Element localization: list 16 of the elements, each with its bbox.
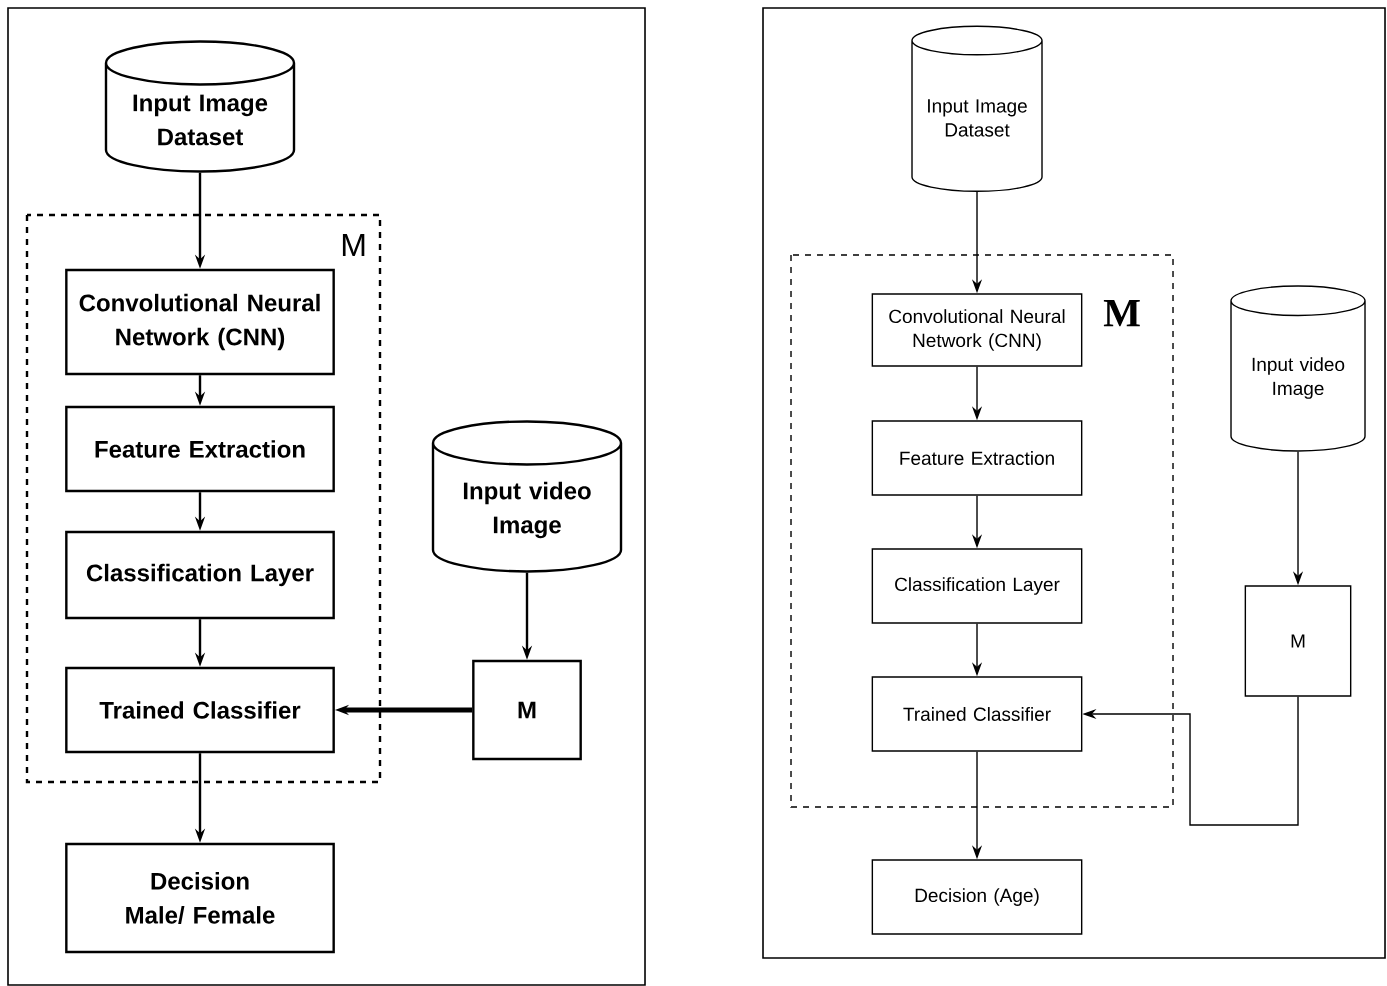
process-box: Convolutional Neural Network (CNN) — [871, 293, 1083, 367]
process-box: Trained Classifier — [65, 666, 335, 754]
database-cylinder: Input Image Dataset — [911, 25, 1043, 192]
database-cylinder: Input video Image — [431, 420, 623, 573]
process-box: Convolutional Neural Network (CNN) — [65, 268, 335, 376]
process-box: M — [1244, 585, 1352, 697]
process-box: Decision Male/ Female — [65, 842, 335, 954]
database-cylinder: Input video Image — [1230, 285, 1366, 452]
process-box: Classification Layer — [871, 548, 1083, 624]
process-box: M — [472, 659, 582, 761]
process-box: Decision (Age) — [871, 859, 1083, 935]
process-box: Trained Classifier — [871, 676, 1083, 752]
process-box: Feature Extraction — [871, 420, 1083, 496]
process-box: Feature Extraction — [65, 405, 335, 493]
database-cylinder: Input Image Dataset — [104, 40, 296, 173]
process-box: Classification Layer — [65, 530, 335, 620]
